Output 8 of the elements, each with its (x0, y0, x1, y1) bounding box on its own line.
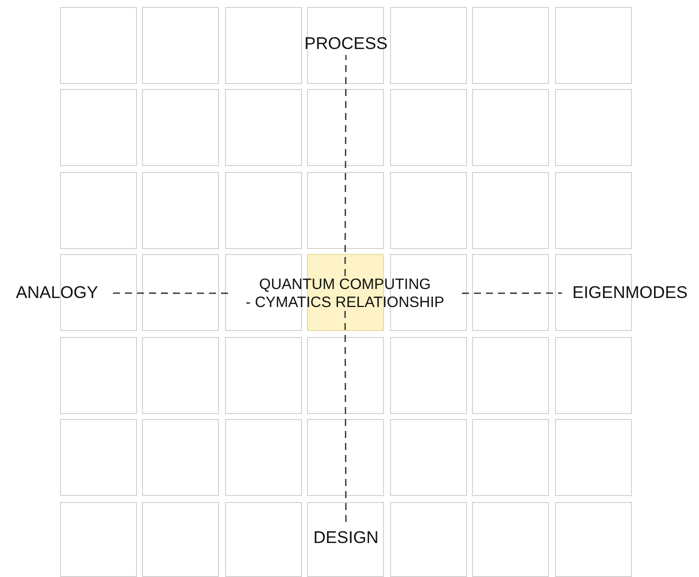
axis-label: ANALOGY (16, 283, 98, 303)
dashed-connector-line (462, 292, 562, 294)
axis-label: PROCESS (304, 34, 388, 54)
axis-label: DESIGN (313, 528, 379, 548)
axis-label: EIGENMODES (572, 283, 688, 303)
axis-label: QUANTUM COMPUTING (259, 276, 431, 294)
dashed-connector-line (344, 55, 347, 276)
axis-label: - CYMATICS RELATIONSHIP (246, 294, 444, 311)
